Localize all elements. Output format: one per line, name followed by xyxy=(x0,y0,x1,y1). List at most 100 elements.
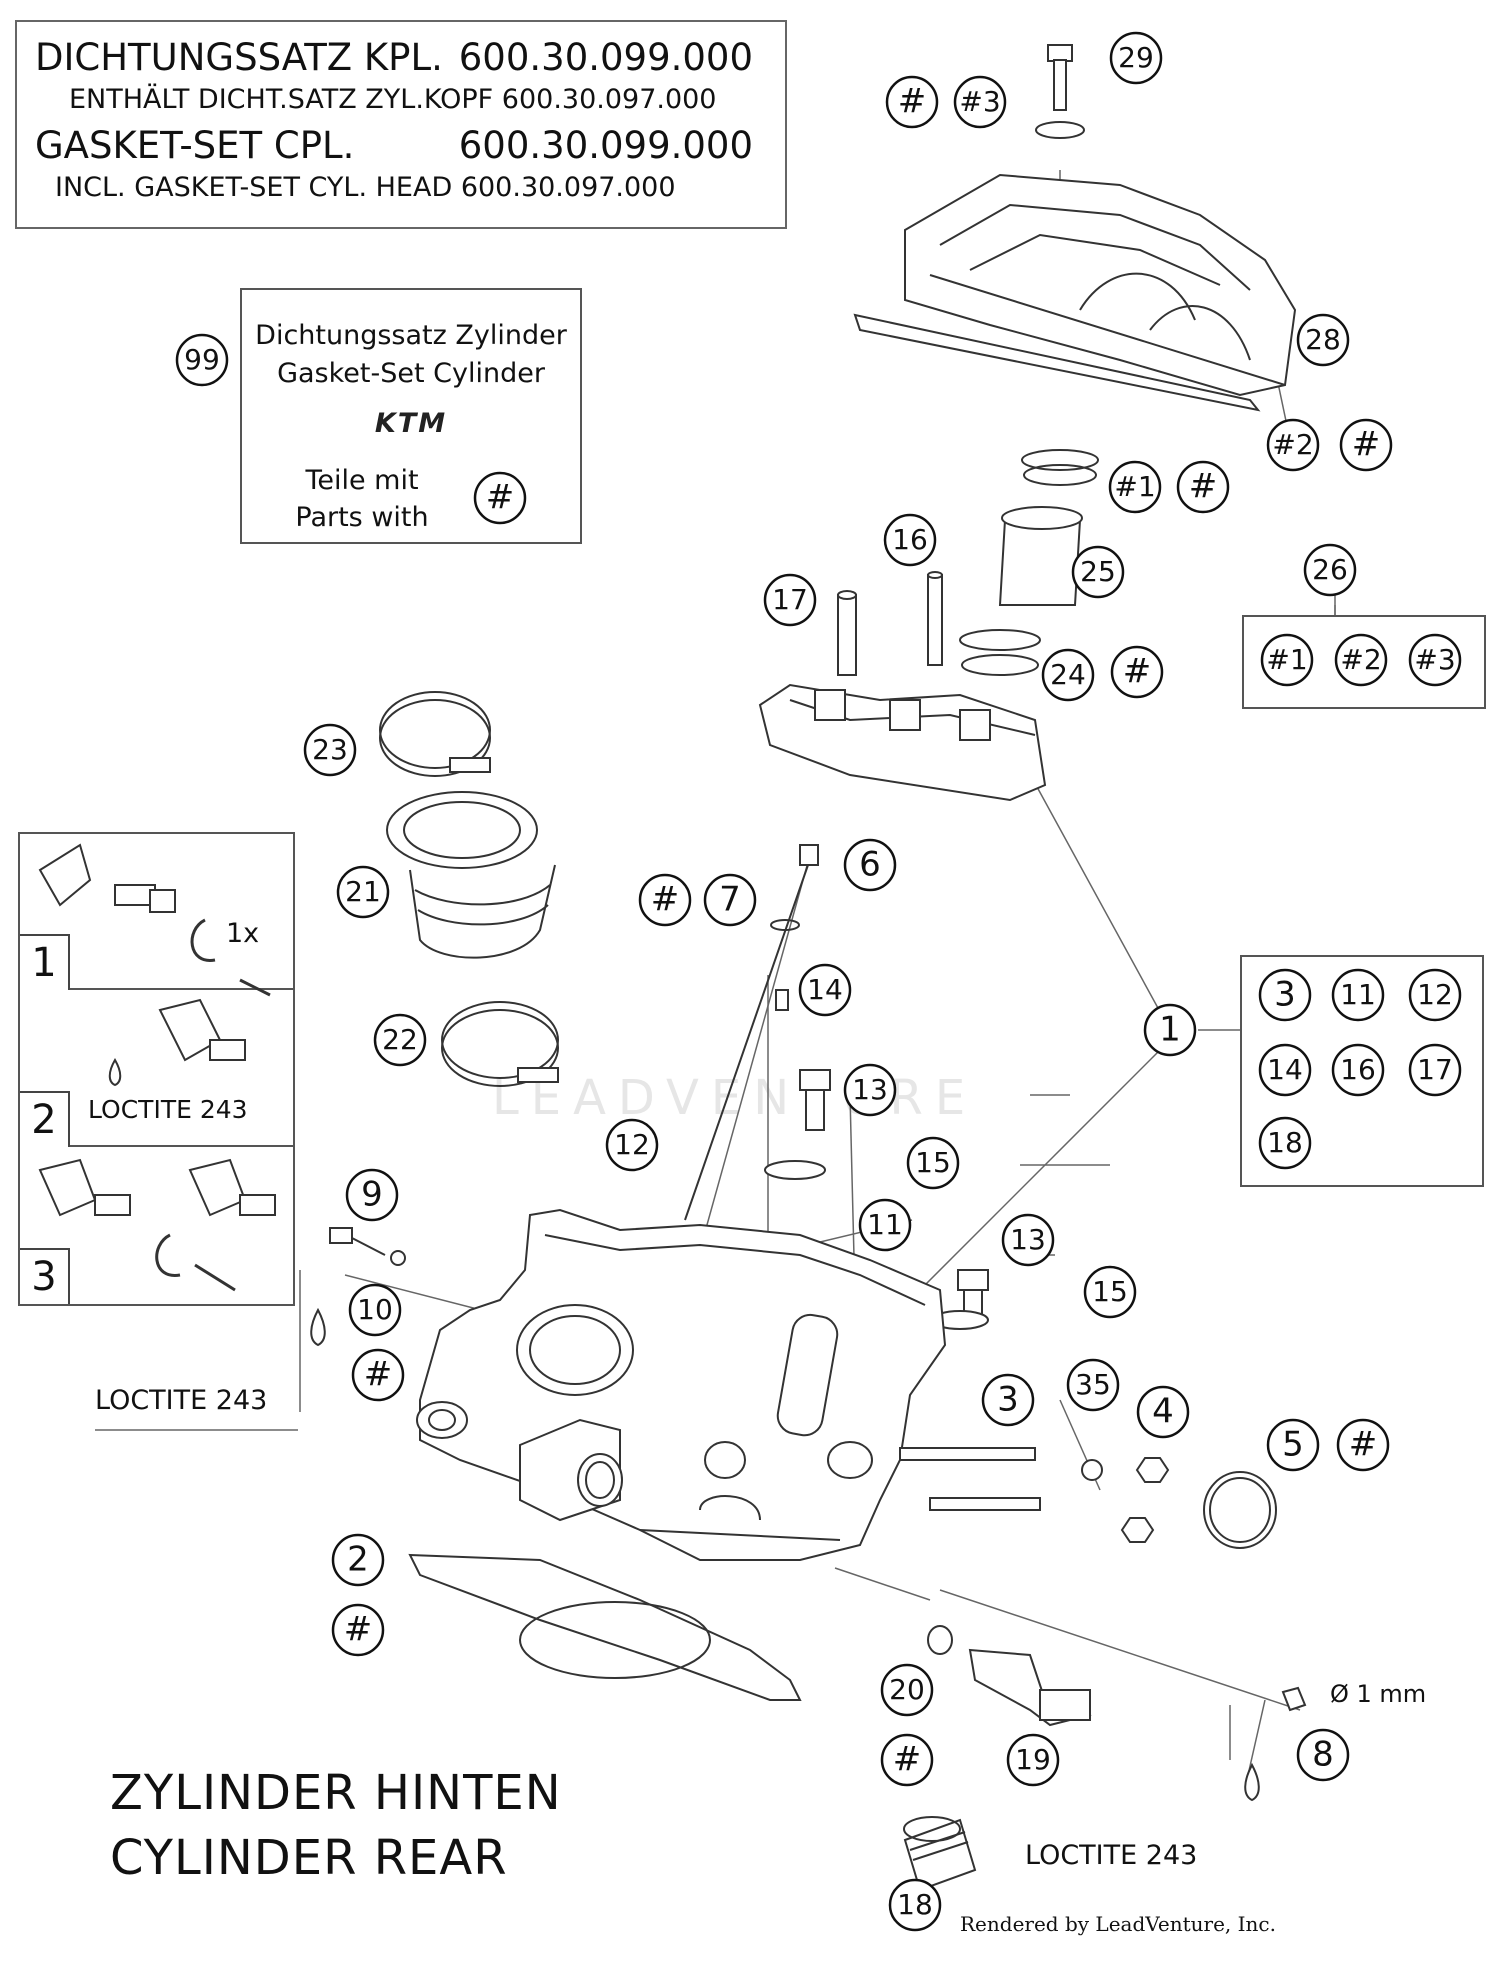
callout-14-text: 14 xyxy=(807,973,843,1006)
callout-hash-c: # xyxy=(1176,460,1230,514)
callout-12-text: 12 xyxy=(614,1128,650,1161)
group-1-item-16: 16 xyxy=(1331,1043,1385,1097)
callout-14-circle xyxy=(798,963,852,1017)
callout-5-circle xyxy=(1266,1418,1320,1472)
part-3-studs xyxy=(899,1447,1041,1511)
callout-hash-a-circle xyxy=(885,75,939,129)
callout-3: 3 xyxy=(981,1373,1035,1427)
callout-hash-2-text: #2 xyxy=(1272,428,1313,461)
part-2-head-gasket xyxy=(408,1553,802,1701)
part-5-o-ring xyxy=(1203,1471,1277,1549)
callout-3-text: 3 xyxy=(997,1380,1019,1420)
gasket-set-header-box: DICHTUNGSSATZ KPL. 600.30.099.000 ENTHÄL… xyxy=(15,20,787,229)
cylinder-head xyxy=(416,1208,947,1561)
callout-2: 2 xyxy=(331,1533,385,1587)
package-hash-mark: # xyxy=(473,471,527,525)
callout-26: 26 xyxy=(1303,543,1357,597)
step-divider-2 xyxy=(18,1145,293,1147)
callout-6: 6 xyxy=(843,838,897,892)
callout-hash-b-text: # xyxy=(1352,425,1381,465)
callout-hash-c-circle xyxy=(1176,460,1230,514)
callout-26-text: 26 xyxy=(1312,553,1348,586)
callout-99-text: 99 xyxy=(184,343,220,376)
gasket-set-cylinder-package: Dichtungssatz Zylinder Gasket-Set Cylind… xyxy=(240,288,582,544)
group-1-item-12-circle xyxy=(1408,968,1462,1022)
callout-35-text: 35 xyxy=(1075,1368,1111,1401)
callout-5: 5 xyxy=(1266,1418,1320,1472)
callout-6-text: 6 xyxy=(859,845,881,885)
step-2-loctite-note: LOCTITE 243 xyxy=(88,1095,248,1124)
group-26-item-1-circle xyxy=(1260,633,1314,687)
callout-2-text: 2 xyxy=(347,1540,369,1580)
header-line-4: INCL. GASKET-SET CYL. HEAD 600.30.097.00… xyxy=(55,172,676,203)
callout-hash-g-text: # xyxy=(1349,1425,1378,1465)
callout-hash-f-circle xyxy=(351,1348,405,1402)
callout-8-circle xyxy=(1296,1728,1350,1782)
callout-hash-2-circle xyxy=(1266,418,1320,472)
loctite-left-note: LOCTITE 243 xyxy=(95,1385,268,1416)
part-8-jet xyxy=(1281,1686,1307,1712)
callout-hash-f: # xyxy=(351,1348,405,1402)
callout-hash-a-text: # xyxy=(898,82,927,122)
header-line-3: GASKET-SET CPL. 600.30.099.000 xyxy=(35,124,753,167)
callout-12-circle xyxy=(605,1118,659,1172)
group-1-item-16-circle xyxy=(1331,1043,1385,1097)
callout-23-text: 23 xyxy=(312,733,348,766)
callout-13b: 13 xyxy=(1001,1213,1055,1267)
group-1-item-11-circle xyxy=(1331,968,1385,1022)
callout-hash-d-circle xyxy=(1110,645,1164,699)
group-1-item-11: 11 xyxy=(1331,968,1385,1022)
title-de: ZYLINDER HINTEN xyxy=(110,1765,562,1821)
callout-10-circle xyxy=(348,1283,402,1337)
callout-hash-e: # xyxy=(638,873,692,927)
part-6-bolt xyxy=(684,844,819,1221)
callout-4-text: 4 xyxy=(1152,1392,1174,1432)
callout-1-circle xyxy=(1143,1003,1197,1057)
callout-19: 19 xyxy=(1006,1733,1060,1787)
callout-21: 21 xyxy=(336,865,390,919)
part-10-washer xyxy=(390,1250,406,1266)
part-29-screw xyxy=(1035,44,1085,139)
part-7-washer xyxy=(770,919,800,931)
valve-cover-gasket xyxy=(853,313,1261,412)
step-divider-1 xyxy=(18,988,293,990)
group-1-item-14-circle xyxy=(1258,1043,1312,1097)
callout-23-circle xyxy=(303,723,357,777)
callout-22-circle xyxy=(373,1013,427,1067)
header-line-2: ENTHÄLT DICHT.SATZ ZYL.KOPF 600.30.097.0… xyxy=(69,84,717,115)
callout-5-text: 5 xyxy=(1282,1425,1304,1465)
group-1-item-18: 18 xyxy=(1258,1116,1312,1170)
callout-hash-1-circle xyxy=(1108,460,1162,514)
callout-21-text: 21 xyxy=(345,875,381,908)
part-17-pin xyxy=(837,590,857,676)
step-label-3: 3 xyxy=(20,1248,70,1304)
header-line-1: DICHTUNGSSATZ KPL. 600.30.099.000 xyxy=(35,36,753,79)
part-35-washer xyxy=(1081,1459,1103,1481)
callout-hash-c-text: # xyxy=(1189,467,1218,507)
callout-14: 14 xyxy=(798,963,852,1017)
loctite-drop-right xyxy=(1244,1762,1260,1802)
group-1-item-3: 3 xyxy=(1258,968,1312,1022)
step-2-illustration xyxy=(108,998,246,1087)
callout-18-text: 18 xyxy=(897,1888,933,1921)
callout-18-circle xyxy=(888,1878,942,1932)
callout-99: 99 xyxy=(175,333,229,387)
group-26-item-3: #3 xyxy=(1408,633,1462,687)
callout-99-circle xyxy=(175,333,229,387)
callout-hash-3-circle xyxy=(953,75,1007,129)
group-26-item-2-circle xyxy=(1334,633,1388,687)
group-26-item-1: #1 xyxy=(1260,633,1314,687)
callout-4-circle xyxy=(1136,1385,1190,1439)
step-1-illustration xyxy=(38,843,271,997)
loctite-right-note: LOCTITE 243 xyxy=(1025,1840,1198,1871)
callout-15b-circle xyxy=(1083,1265,1137,1319)
group-1-item-17: 17 xyxy=(1408,1043,1462,1097)
callout-15a-text: 15 xyxy=(915,1146,951,1179)
callout-25-circle xyxy=(1071,545,1125,599)
callout-11-text: 11 xyxy=(867,1208,903,1241)
group-1-item-18-text: 18 xyxy=(1267,1126,1303,1159)
package-parts-en: Parts with xyxy=(295,502,429,533)
package-text-de: Dichtungssatz Zylinder xyxy=(255,320,567,351)
callout-19-circle xyxy=(1006,1733,1060,1787)
